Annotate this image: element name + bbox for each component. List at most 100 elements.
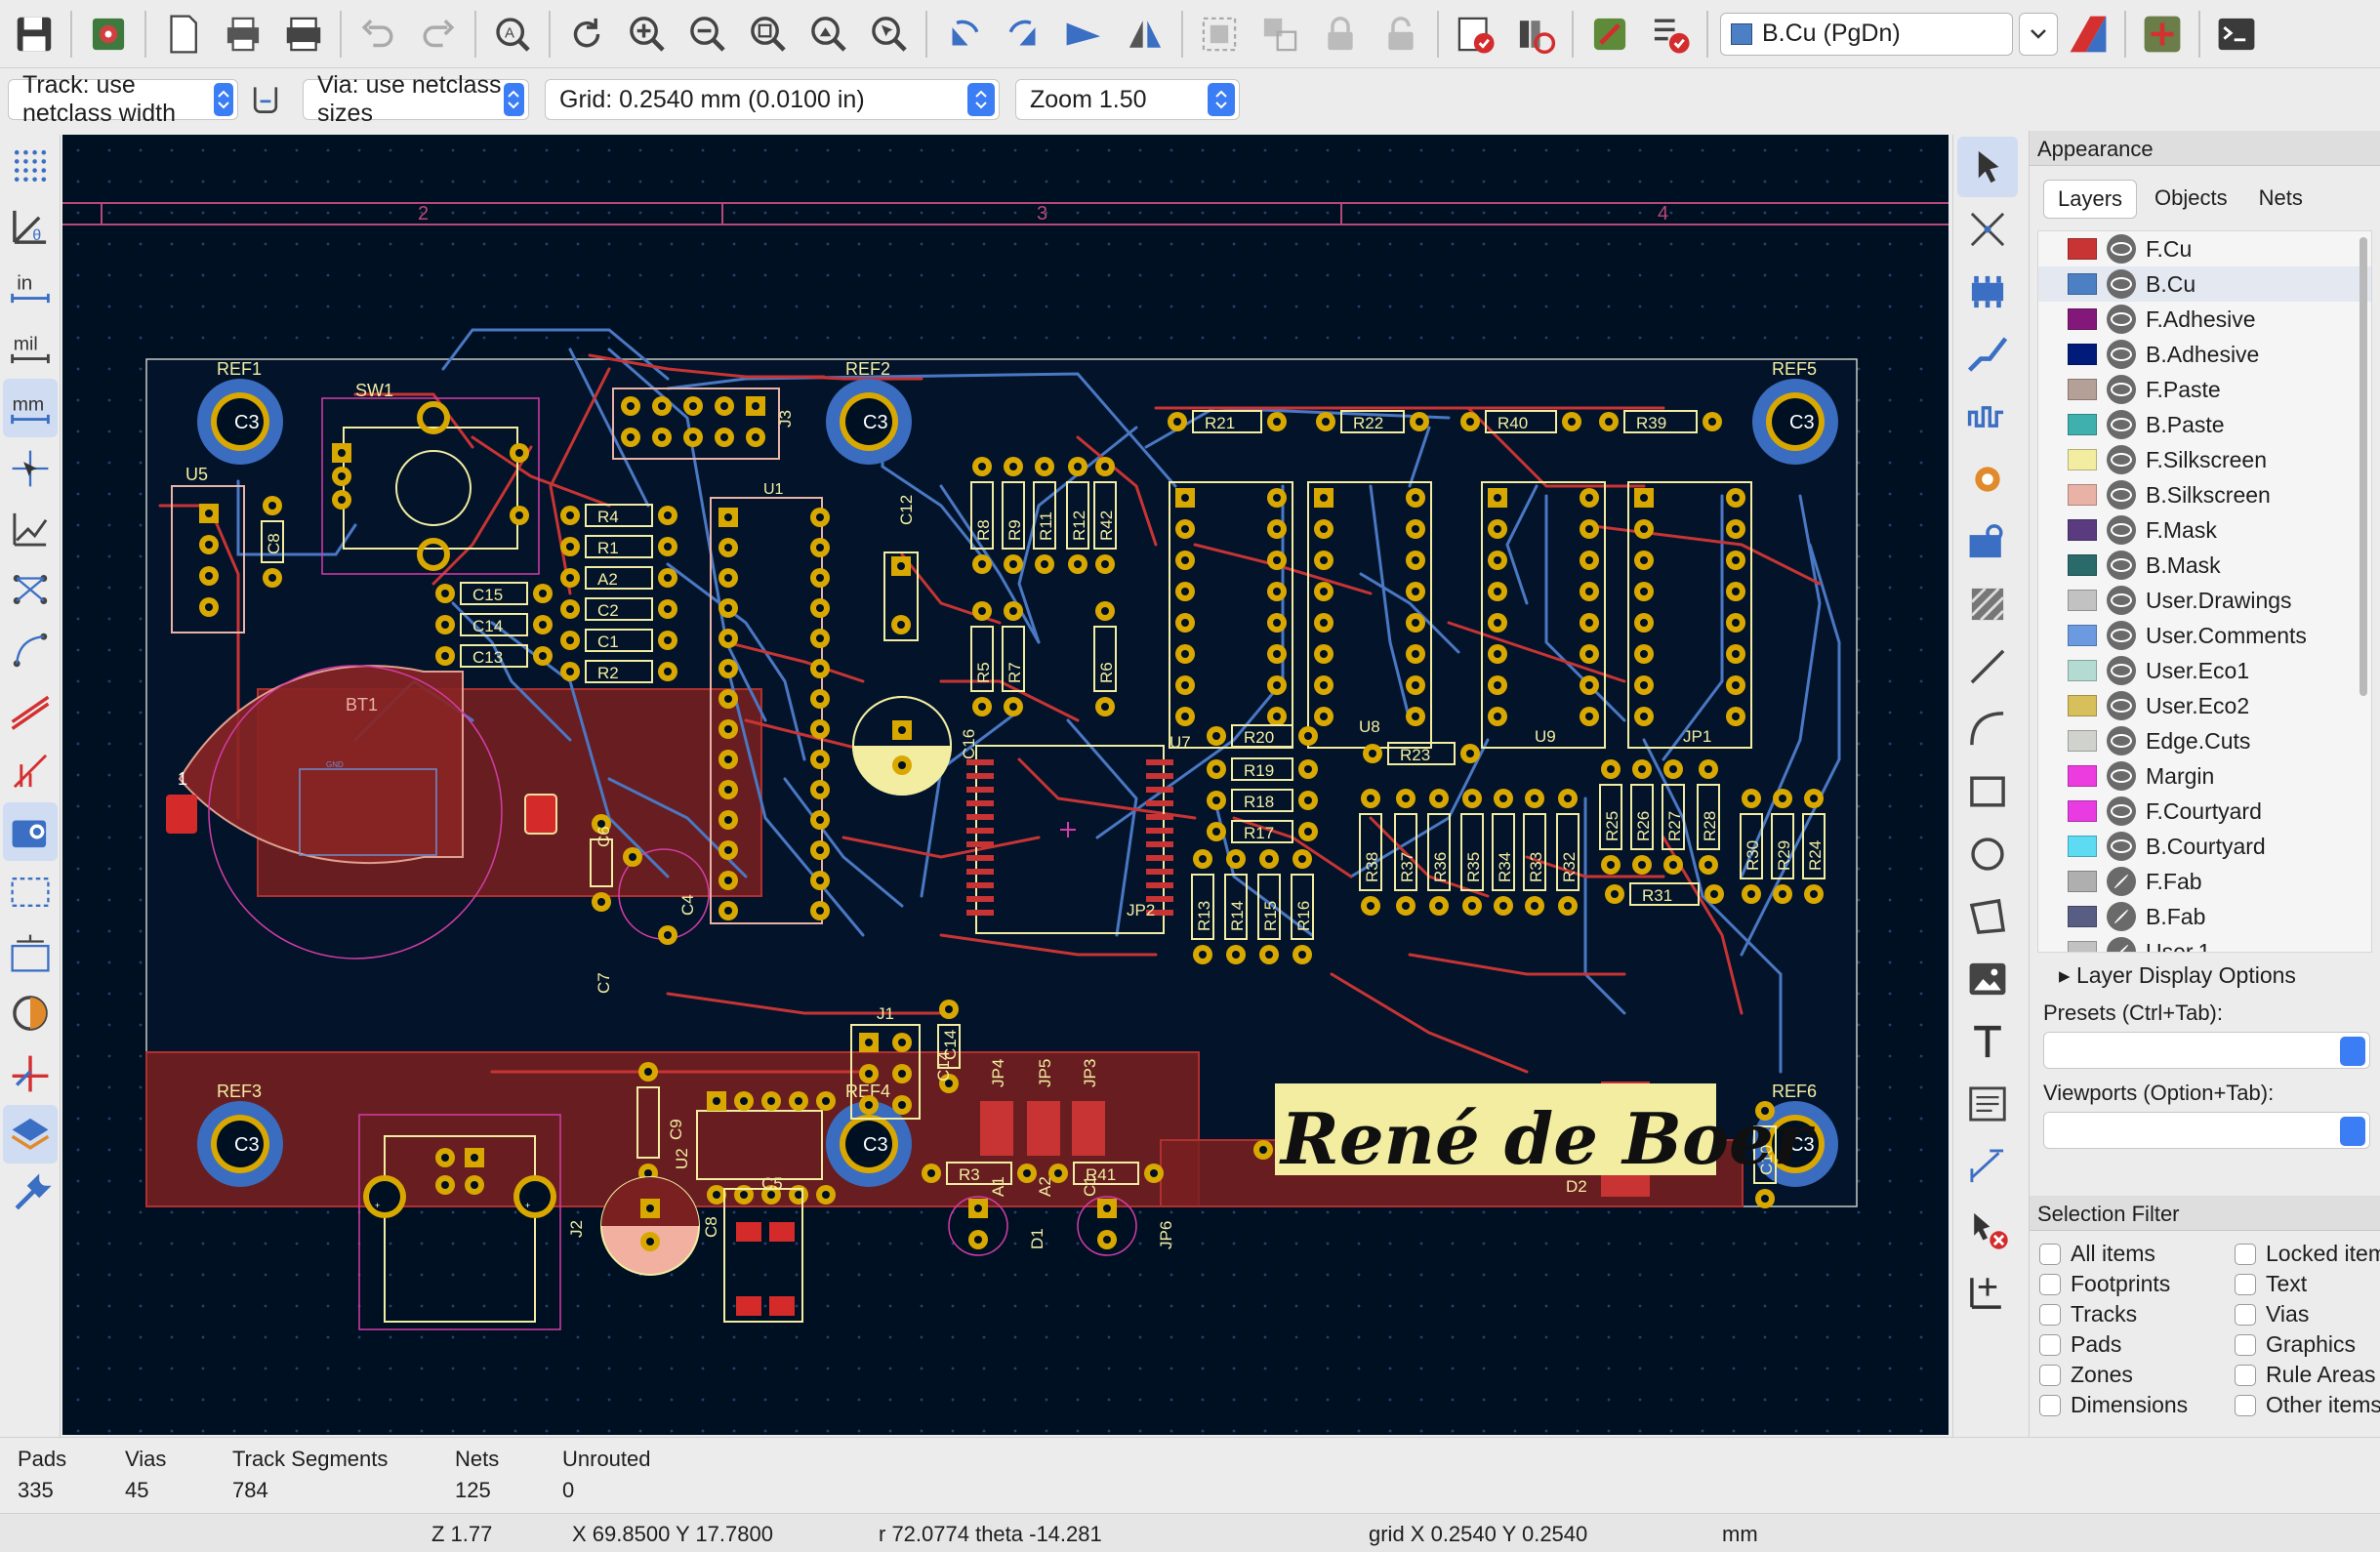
filter-checkbox[interactable]: Footprints (2039, 1271, 2235, 1297)
add-footprint-icon[interactable] (1957, 262, 2018, 322)
visibility-eye-icon[interactable] (2107, 656, 2136, 685)
draw-polygon-icon[interactable] (1957, 886, 2018, 947)
select-icon[interactable] (1957, 137, 2018, 197)
layer-row[interactable]: Margin (2038, 758, 2371, 794)
visibility-eye-icon[interactable] (2107, 937, 2136, 952)
via-outline-icon[interactable] (3, 681, 58, 740)
rule-area-icon[interactable] (1957, 574, 2018, 634)
rotate-ccw-icon[interactable] (935, 6, 992, 62)
plot-icon[interactable] (275, 6, 332, 62)
net-highlight-icon[interactable] (3, 1044, 58, 1103)
layer-row[interactable]: B.Silkscreen (2038, 477, 2371, 512)
filter-checkbox[interactable]: Locked items (2235, 1241, 2380, 1267)
layer-color-swatch[interactable] (2068, 449, 2097, 470)
pcb-drawing[interactable]: 2 3 4 C3REF1C3REF2C3REF3C3REF4C3REF5C3RE… (62, 135, 1949, 1435)
checkbox-box[interactable] (2235, 1273, 2256, 1295)
layer-color-swatch[interactable] (2068, 660, 2097, 681)
layer-row[interactable]: User.1 (2038, 934, 2371, 952)
layer-color-swatch[interactable] (2068, 379, 2097, 400)
local-ratsnest-icon[interactable] (1957, 199, 2018, 260)
curved-ratsnest-icon[interactable] (3, 560, 58, 619)
visibility-eye-icon[interactable] (2107, 691, 2136, 720)
visibility-eye-icon[interactable] (2107, 305, 2136, 334)
route-track-icon[interactable] (1957, 324, 2018, 385)
layer-row[interactable]: User.Eco1 (2038, 653, 2371, 688)
visibility-eye-icon[interactable] (2107, 234, 2136, 264)
ratsnest-icon[interactable] (3, 500, 58, 558)
visibility-eye-icon[interactable] (2107, 761, 2136, 791)
layer-row[interactable]: B.Fab (2038, 899, 2371, 934)
inches-icon[interactable]: in (3, 258, 58, 316)
flip-icon[interactable] (1056, 6, 1113, 62)
layer-color-swatch[interactable] (2068, 871, 2097, 892)
ungroup-icon[interactable] (1252, 6, 1308, 62)
layer-row[interactable]: F.Fab (2038, 864, 2371, 899)
set-origin-icon[interactable] (1957, 1261, 2018, 1322)
visibility-eye-icon[interactable] (2107, 867, 2136, 896)
board-setup-icon[interactable] (80, 6, 137, 62)
layer-row[interactable]: F.Mask (2038, 512, 2371, 548)
filter-checkbox[interactable]: Pads (2039, 1331, 2235, 1358)
checkbox-box[interactable] (2039, 1273, 2061, 1295)
layer-row[interactable]: Edge.Cuts (2038, 723, 2371, 758)
layer-row[interactable]: B.Cu (2038, 266, 2371, 302)
grid-toggle-icon[interactable] (3, 137, 58, 195)
zoom-selection-icon[interactable] (861, 6, 918, 62)
layer-color-swatch[interactable] (2068, 941, 2097, 952)
scripting-console-icon[interactable] (2208, 6, 2265, 62)
layer-row[interactable]: F.Courtyard (2038, 794, 2371, 829)
unlock-icon[interactable] (1373, 6, 1429, 62)
layer-row[interactable]: B.Mask (2038, 548, 2371, 583)
tab-layers[interactable]: Layers (2043, 180, 2138, 219)
microwave-tools-icon[interactable] (2134, 6, 2191, 62)
high-contrast-icon[interactable] (3, 984, 58, 1042)
print-icon[interactable] (215, 6, 271, 62)
page-settings-icon[interactable] (154, 6, 211, 62)
track-outline-icon[interactable] (3, 621, 58, 679)
filter-checkbox[interactable]: Graphics (2235, 1331, 2380, 1358)
layer-color-swatch[interactable] (2068, 344, 2097, 365)
add-zone-icon[interactable] (1957, 511, 2018, 572)
layer-color-swatch[interactable] (2068, 554, 2097, 576)
zoom-objects-icon[interactable] (800, 6, 857, 62)
undo-icon[interactable] (349, 6, 406, 62)
draw-rectangle-icon[interactable] (1957, 761, 2018, 822)
checkbox-box[interactable] (2235, 1394, 2256, 1416)
filter-checkbox[interactable]: Other items (2235, 1392, 2380, 1418)
visibility-eye-icon[interactable] (2107, 586, 2136, 615)
layer-color-swatch[interactable] (2068, 519, 2097, 541)
layer-row[interactable]: B.Courtyard (2038, 829, 2371, 864)
presets-dropdown[interactable] (2043, 1032, 2370, 1069)
zone-outline-icon[interactable] (3, 863, 58, 921)
layer-color-swatch[interactable] (2068, 765, 2097, 787)
visibility-eye-icon[interactable] (2107, 410, 2136, 439)
visibility-eye-icon[interactable] (2107, 726, 2136, 756)
checkbox-box[interactable] (2039, 1333, 2061, 1356)
layer-row[interactable]: B.Paste (2038, 407, 2371, 442)
layer-pair-icon[interactable] (2060, 6, 2116, 62)
visibility-eye-icon[interactable] (2107, 269, 2136, 299)
filter-checkbox[interactable]: All items (2039, 1241, 2235, 1267)
layer-color-swatch[interactable] (2068, 625, 2097, 646)
tune-length-icon[interactable] (1957, 387, 2018, 447)
layer-row[interactable]: F.Adhesive (2038, 302, 2371, 337)
layer-display-options-toggle[interactable]: ▸ Layer Display Options (2030, 953, 2380, 995)
layer-color-swatch[interactable] (2068, 484, 2097, 506)
add-dimension-icon[interactable] (1957, 1136, 2018, 1197)
layer-color-swatch[interactable] (2068, 906, 2097, 927)
layer-color-swatch[interactable] (2068, 800, 2097, 822)
visibility-eye-icon[interactable] (2107, 340, 2136, 369)
layer-row[interactable]: User.Comments (2038, 618, 2371, 653)
rotate-cw-icon[interactable] (996, 6, 1052, 62)
auto-track-width-icon[interactable] (246, 76, 285, 123)
polar-coords-icon[interactable]: θ (3, 197, 58, 256)
text-outline-icon[interactable] (3, 923, 58, 982)
millimeters-icon[interactable]: mm (3, 379, 58, 437)
layer-color-swatch[interactable] (2068, 308, 2097, 330)
find-icon[interactable]: A (484, 6, 541, 62)
add-via-icon[interactable] (1957, 449, 2018, 510)
layer-color-swatch[interactable] (2068, 414, 2097, 435)
checkbox-box[interactable] (2039, 1303, 2061, 1326)
layer-row[interactable]: B.Adhesive (2038, 337, 2371, 372)
tab-objects[interactable]: Objects (2154, 185, 2228, 210)
